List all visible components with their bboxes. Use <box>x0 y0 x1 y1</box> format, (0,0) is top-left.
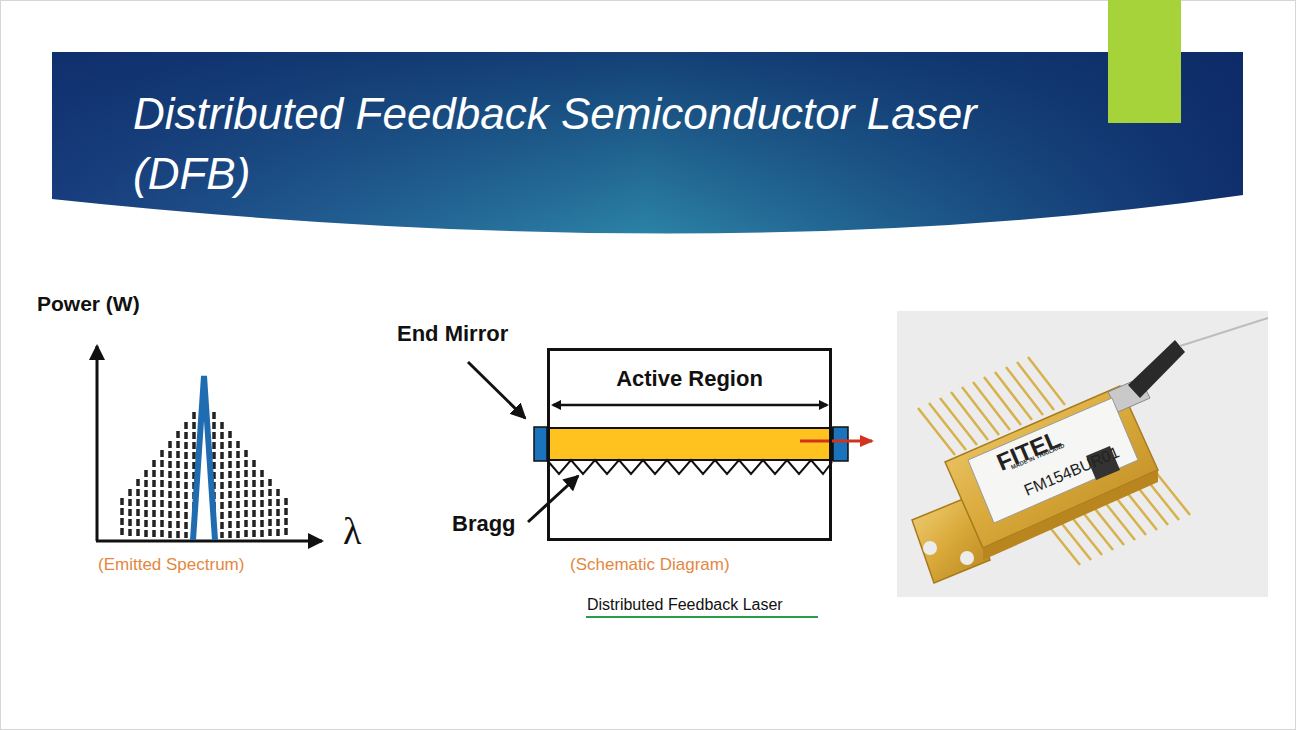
region-label: Active Region <box>550 367 829 390</box>
pin <box>995 372 1032 420</box>
optical-fiber <box>1180 318 1268 346</box>
end-mirror-right <box>833 427 848 461</box>
part-label: Bragg <box>452 512 516 535</box>
mode-line <box>236 441 240 538</box>
part-label: End Mirror <box>397 322 508 345</box>
accent-block <box>1108 0 1181 123</box>
mode-line <box>252 460 256 538</box>
mode-line <box>220 422 224 538</box>
mode-line <box>284 498 288 538</box>
laser-schematic <box>468 362 872 617</box>
leader-line <box>528 476 578 522</box>
axis-label: λ <box>343 512 361 552</box>
mode-line <box>136 479 140 538</box>
outer-housing: Active Region <box>547 348 832 541</box>
x-axis <box>96 540 322 543</box>
mount-hole <box>960 551 974 565</box>
pin <box>1006 367 1043 415</box>
pin <box>951 392 988 440</box>
end-mirror-left <box>534 427 547 461</box>
axis-label: Power (W) <box>37 293 140 315</box>
mode-lines <box>122 412 286 538</box>
pin <box>1017 362 1054 410</box>
mode-line <box>160 450 164 538</box>
mode-line <box>144 470 148 538</box>
output-beam <box>800 440 872 443</box>
leader-line <box>468 362 525 418</box>
mode-line <box>260 470 264 538</box>
caption-underline <box>586 616 818 618</box>
mode-line <box>184 422 188 538</box>
figure-caption: (Emitted Spectrum) <box>98 556 244 574</box>
mode-line <box>176 431 180 538</box>
title-banner <box>52 52 1243 234</box>
pin <box>940 398 977 445</box>
fiber-boot <box>1128 340 1185 398</box>
y-axis <box>96 346 99 541</box>
banner-shade <box>52 52 1243 234</box>
bragg-grating <box>547 460 832 474</box>
pin <box>973 382 1010 430</box>
dfb-peak <box>193 376 215 540</box>
product-photo <box>897 311 1268 597</box>
label-plate <box>968 398 1138 523</box>
figure-caption: Distributed Feedback Laser <box>587 597 783 614</box>
mount-hole <box>923 541 937 555</box>
mode-line <box>276 489 280 538</box>
mode-line <box>128 489 132 538</box>
mode-line <box>268 479 272 538</box>
pin <box>962 387 999 435</box>
length-arrow <box>553 404 827 407</box>
photo-background <box>897 311 1268 597</box>
mode-line <box>168 441 172 538</box>
figure-caption: (Schematic Diagram) <box>570 556 730 574</box>
mode-line <box>152 460 156 538</box>
pin <box>1028 357 1065 405</box>
spectrum-plot <box>96 346 322 541</box>
pin <box>929 403 966 450</box>
mode-line <box>228 431 232 538</box>
pin <box>984 377 1021 425</box>
pin <box>918 408 955 455</box>
slide-title: Distributed Feedback Semiconductor Laser… <box>133 84 1033 204</box>
active-layer <box>546 428 833 460</box>
mode-line <box>120 498 124 538</box>
mode-line <box>244 450 248 538</box>
